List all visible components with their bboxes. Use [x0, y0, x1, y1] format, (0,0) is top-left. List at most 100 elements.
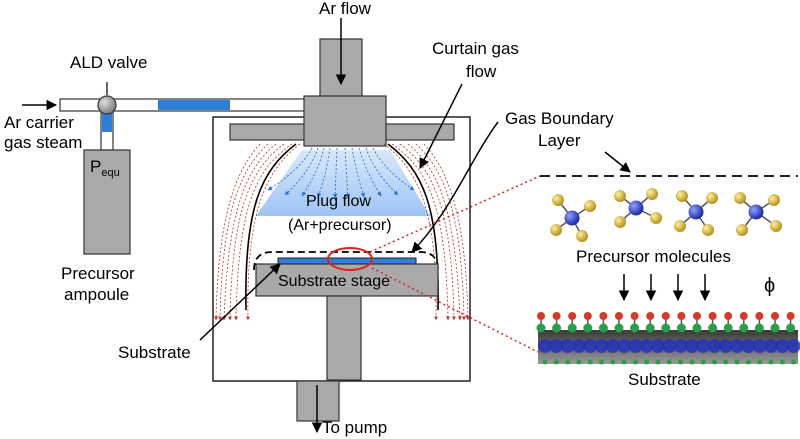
substrate-bottom-atom [678, 359, 684, 365]
substrate-bulk-atom [594, 339, 609, 353]
substrate-bottom-atom [745, 359, 751, 365]
surface-termination-atom [755, 312, 764, 320]
substrate-bottom-atom [644, 359, 650, 365]
surface-site-atom [739, 323, 749, 333]
surface-termination-atom [599, 312, 608, 320]
precursor-ampoule-label-2: ampoule [64, 285, 129, 304]
substrate-bottom-atom [689, 359, 695, 365]
carrier-gas-line [22, 98, 306, 112]
substrate-bulk-atom [764, 339, 778, 353]
p-equ-label: Pequ [90, 157, 120, 179]
gas-boundary-label-2: Layer [538, 131, 581, 150]
curtain-flow-arrows-left [214, 143, 301, 321]
ald-valve-icon [97, 95, 117, 115]
adsorption-arrows [618, 274, 711, 302]
surface-site-atom [552, 323, 562, 333]
substrate-bulk-atom [662, 339, 677, 353]
substrate-bulk-atom [684, 339, 699, 353]
ar-flow-label: Ar flow [319, 0, 372, 18]
surface-termination-atom [661, 312, 670, 320]
surface-termination-atom [739, 312, 748, 320]
zoom-region-ellipse [327, 247, 373, 271]
surface-termination-atom [630, 312, 639, 320]
substrate-bottom-atom [791, 359, 797, 365]
substrate-bulk-atom [583, 339, 598, 353]
substrate-bottom-atom [734, 359, 740, 365]
showerhead-block [303, 95, 387, 147]
precursor-molecules-label: Precursor molecules [576, 247, 731, 266]
surface-site-atom [583, 323, 593, 333]
precursor-ampoule [83, 149, 131, 255]
surface-site-atom [754, 323, 764, 333]
substrate-bottom-atom [565, 359, 571, 365]
plug-flow-arrows [267, 147, 415, 199]
substrate-bottom-atom [576, 359, 582, 365]
substrate-stage-label: Substrate stage [278, 273, 390, 290]
substrate-bottom-atom [553, 359, 559, 365]
surface-site-atom [676, 323, 686, 333]
surface-termination-atom [615, 312, 623, 320]
zoom-line-top [369, 175, 541, 253]
gas-boundary-pointer-curve [411, 121, 499, 253]
substrate-bottom-atom [779, 359, 785, 365]
curtain-boundary-left [245, 143, 297, 311]
surface-site-atom [567, 323, 577, 333]
substrate-bottom-atom [587, 359, 593, 365]
substrate-bulk-atom [549, 339, 564, 353]
substrate-pointer-arrow [199, 263, 281, 341]
surface-termination-atom [771, 312, 779, 320]
substrate-bottom-atom [666, 359, 672, 365]
surface-termination-atom [677, 312, 686, 320]
precursor-ampoule-label-1: Precursor [61, 264, 135, 283]
substrate-bottom-atom [757, 359, 763, 365]
surface-termination-atom [537, 312, 545, 320]
precursor-molecule-1 [550, 194, 596, 242]
surface-termination-atom [693, 312, 701, 320]
surface-termination-atom [708, 312, 717, 320]
substrate-bulk-atom [752, 339, 767, 353]
surface-site-atom [630, 323, 640, 333]
surface-termination-atom [786, 312, 795, 320]
substrate-bottom-atom [712, 359, 717, 365]
surface-site-atom [536, 323, 546, 333]
substrate-bulk-atom [786, 339, 800, 353]
plug-flow-region [256, 150, 430, 216]
substrate-bulk-atom [741, 339, 756, 353]
surface-site-atom [692, 323, 702, 333]
substrate-surface [536, 312, 800, 365]
substrate-bottom-atom [700, 359, 706, 365]
surface-site-atom [598, 323, 608, 333]
to-pump-label: To pump [322, 418, 387, 437]
substrate-bulk-atom [696, 339, 711, 353]
surface-site-atom [645, 323, 655, 333]
substrate-bottom-atom [723, 359, 729, 365]
curtain-gas-label-2: flow [466, 62, 497, 81]
ampoule-tube [100, 111, 114, 151]
ar-carrier-label-2: gas steam [4, 133, 82, 152]
substrate-bottom-atom [621, 359, 627, 365]
gas-boundary-label-1: Gas Boundary [505, 109, 614, 128]
surface-termination-atom [646, 312, 655, 320]
surface-site-atom [708, 323, 718, 333]
substrate-bulk-atom [605, 339, 620, 353]
surface-termination-atom [568, 312, 577, 320]
stage-pedestal [326, 295, 362, 381]
substrate-bulk-atom [639, 339, 654, 353]
plug-flow-label-1: Plug flow [306, 193, 371, 210]
surface-site-atom [614, 323, 624, 333]
substrate-bulk-atom [617, 339, 632, 353]
surface-site-atom [661, 323, 671, 333]
surface-termination-atom [724, 312, 733, 320]
substrate-bottom-atom [632, 359, 638, 365]
surface-site-atom [723, 323, 733, 333]
curtain-gas-pointer [419, 83, 463, 169]
substrate-wafer [277, 257, 417, 265]
surface-termination-atom [583, 312, 592, 320]
substrate-bottom-atom [599, 359, 604, 365]
precursor-molecule-4 [734, 192, 782, 236]
substrate-bulk-atom [538, 339, 552, 353]
surface-site-atom [786, 323, 796, 333]
substrate-bulk-atom [718, 339, 733, 353]
gas-boundary-layer-dashed [253, 251, 439, 271]
